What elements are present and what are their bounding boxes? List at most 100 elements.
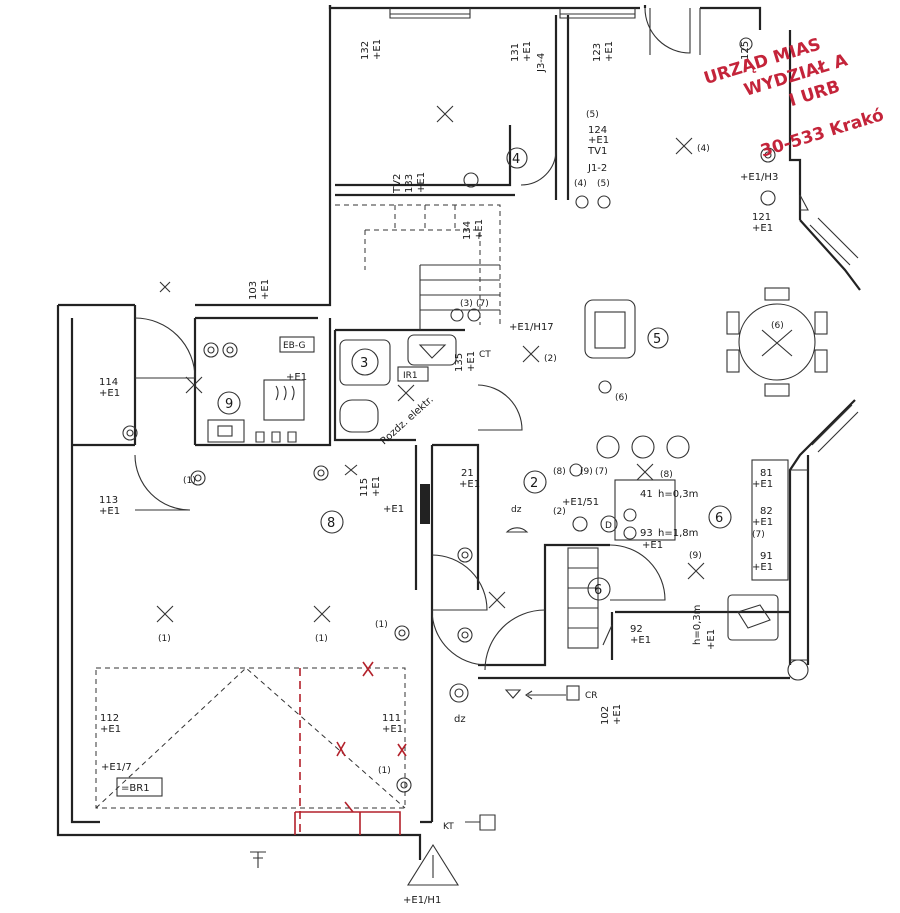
staircase [335,204,501,330]
e1-h17-label: +E1/H17 [509,322,554,333]
ceiling-marker-1b: (1) [315,634,328,644]
room-label-4: 4 [512,152,520,167]
cr-label: CR [585,691,598,701]
j1-2-label: J1-2 [587,163,607,174]
circuit-134-e1: +E1 [474,219,485,240]
circuit-92-e1: +E1 [630,635,651,646]
room-label-9: 9 [225,397,233,412]
outlet-marker-3: (3) [460,299,473,309]
circuit-labels-horizontal: 124 +E1 TV1 J1-2 +E1/H3 121 +E1 114 +E1 … [99,125,778,906]
circuit-31-e1: +E1 [706,629,717,650]
circuit-41-height: h=0,3m [658,489,698,500]
circuit-115: 115 [359,478,370,497]
outlet-marker-8b: (8) [660,470,673,480]
ceiling-marker-4: (4) [697,144,710,154]
outlet-marker-5: (5) [597,179,610,189]
br1-label: =BR1 [121,783,150,794]
room-label-5: 5 [653,332,661,347]
circuit-111-e1: +E1 [382,724,403,735]
outlet-marker-7: (7) [476,299,489,309]
outlet-marker-1c: (1) [378,766,391,776]
circuit-81: 81 [760,468,773,479]
circuit-114-e1: +E1 [99,388,120,399]
chair-marker-6: (6) [771,321,784,331]
outlet-marker-4: (4) [574,179,587,189]
e1-h1-label: +E1/H1 [403,895,441,906]
circuit-112-e1: +E1 [100,724,121,735]
tv2-label: TV2 [392,174,403,194]
circuit-91: 91 [760,551,773,562]
e1-label-hall: +E1 [383,504,404,515]
room-label-6b: 6 [594,583,602,598]
e1-7-label: +E1/7 [101,762,132,773]
circuit-123: 123 [592,43,603,62]
circuit-81-e1: +E1 [752,479,773,490]
circuit-113: 113 [99,495,118,506]
circuit-123-e1: +E1 [604,41,615,62]
circuit-21: 21 [461,468,474,479]
office-stamp: URZĄD MIAS WYDZIAŁ A I URB 30-533 Krakó [702,35,887,162]
circuit-102: 102 [600,706,611,725]
dashed-zone [95,667,406,809]
circuit-131-e1: +E1 [522,41,533,62]
circuit-103: 103 [248,281,259,300]
circuit-133: 133 [404,174,415,193]
e1-h3-label: +E1/H3 [740,172,778,183]
circuit-132-e1: +E1 [372,39,383,60]
circuit-41: 41 [640,489,653,500]
room-label-3: 3 [360,356,368,371]
devices: IR1 =BR1 [116,194,809,886]
ceiling-marker-1a: (1) [158,634,171,644]
circuit-82: 82 [760,506,773,517]
circuit-124-e1: +E1 [588,135,609,146]
ceiling-marker-2: (2) [544,354,557,364]
room-label-2: 2 [530,476,538,491]
red-markup [294,661,407,835]
circuit-131: 131 [510,43,521,62]
stamp-line-4: 30-533 Krakó [758,105,886,161]
circuit-93: 93 [640,528,653,539]
dz-label-small: dz [511,505,522,515]
room-numbers: 4 2 6 8 [320,147,732,534]
circuit-121: 121 [752,212,771,223]
circuit-111: 111 [382,713,401,724]
circuit-92: 92 [630,624,643,635]
circuit-102-e1: +E1 [612,704,623,725]
eb-g-label: EB-G [283,341,305,351]
circuit-134: 134 [462,221,473,240]
room-label-8: 8 [327,516,335,531]
circuit-115-e1: +E1 [371,476,382,497]
circuit-133-e1: +E1 [416,172,427,193]
dz-label: dz [454,714,466,725]
circuit-124: 124 [588,125,607,136]
circuit-21-e1: +E1 [459,479,480,490]
outlet-marker-9: (9) [580,467,593,477]
walls [56,5,861,860]
ceiling-light-marks: (4) (2) (9) (1) (1) [156,105,710,644]
furniture: (6) 5 6 [567,287,828,681]
outlet-marker-7b: (7) [595,467,608,477]
outlet-marker-1b: (1) [375,620,388,630]
circuit-113-e1: +E1 [99,506,120,517]
circuit-132: 132 [360,41,371,60]
outlet-marker-5b: (5) [586,110,599,120]
j3-4-label: J3-4 [536,53,547,73]
circuit-121-e1: +E1 [752,223,773,234]
circuit-h03v: h=0,3m [692,605,703,645]
bathroom-fixtures: 3 [339,334,457,433]
outlet-marker-1a: (1) [183,476,196,486]
doors [134,7,701,671]
e1-51-label: +E1/51 [562,497,599,508]
outlet-marker-8: (8) [553,467,566,477]
ceiling-marker-9: (9) [689,551,702,561]
tv1-label: TV1 [587,146,607,157]
circuit-103-e1: +E1 [260,279,271,300]
outlet-symbols: D (1) (1) (1) (4) (5) (3) (7) (6) (2) (8… [122,37,776,793]
ct-label: CT [479,350,491,360]
room-label-6a: 6 [715,511,723,526]
circuit-93-height: h=1,8m [658,528,698,539]
circuit-93-e1: +E1 [642,540,663,551]
outlet-marker-6: (6) [615,393,628,403]
kt-label: KT [443,822,454,832]
